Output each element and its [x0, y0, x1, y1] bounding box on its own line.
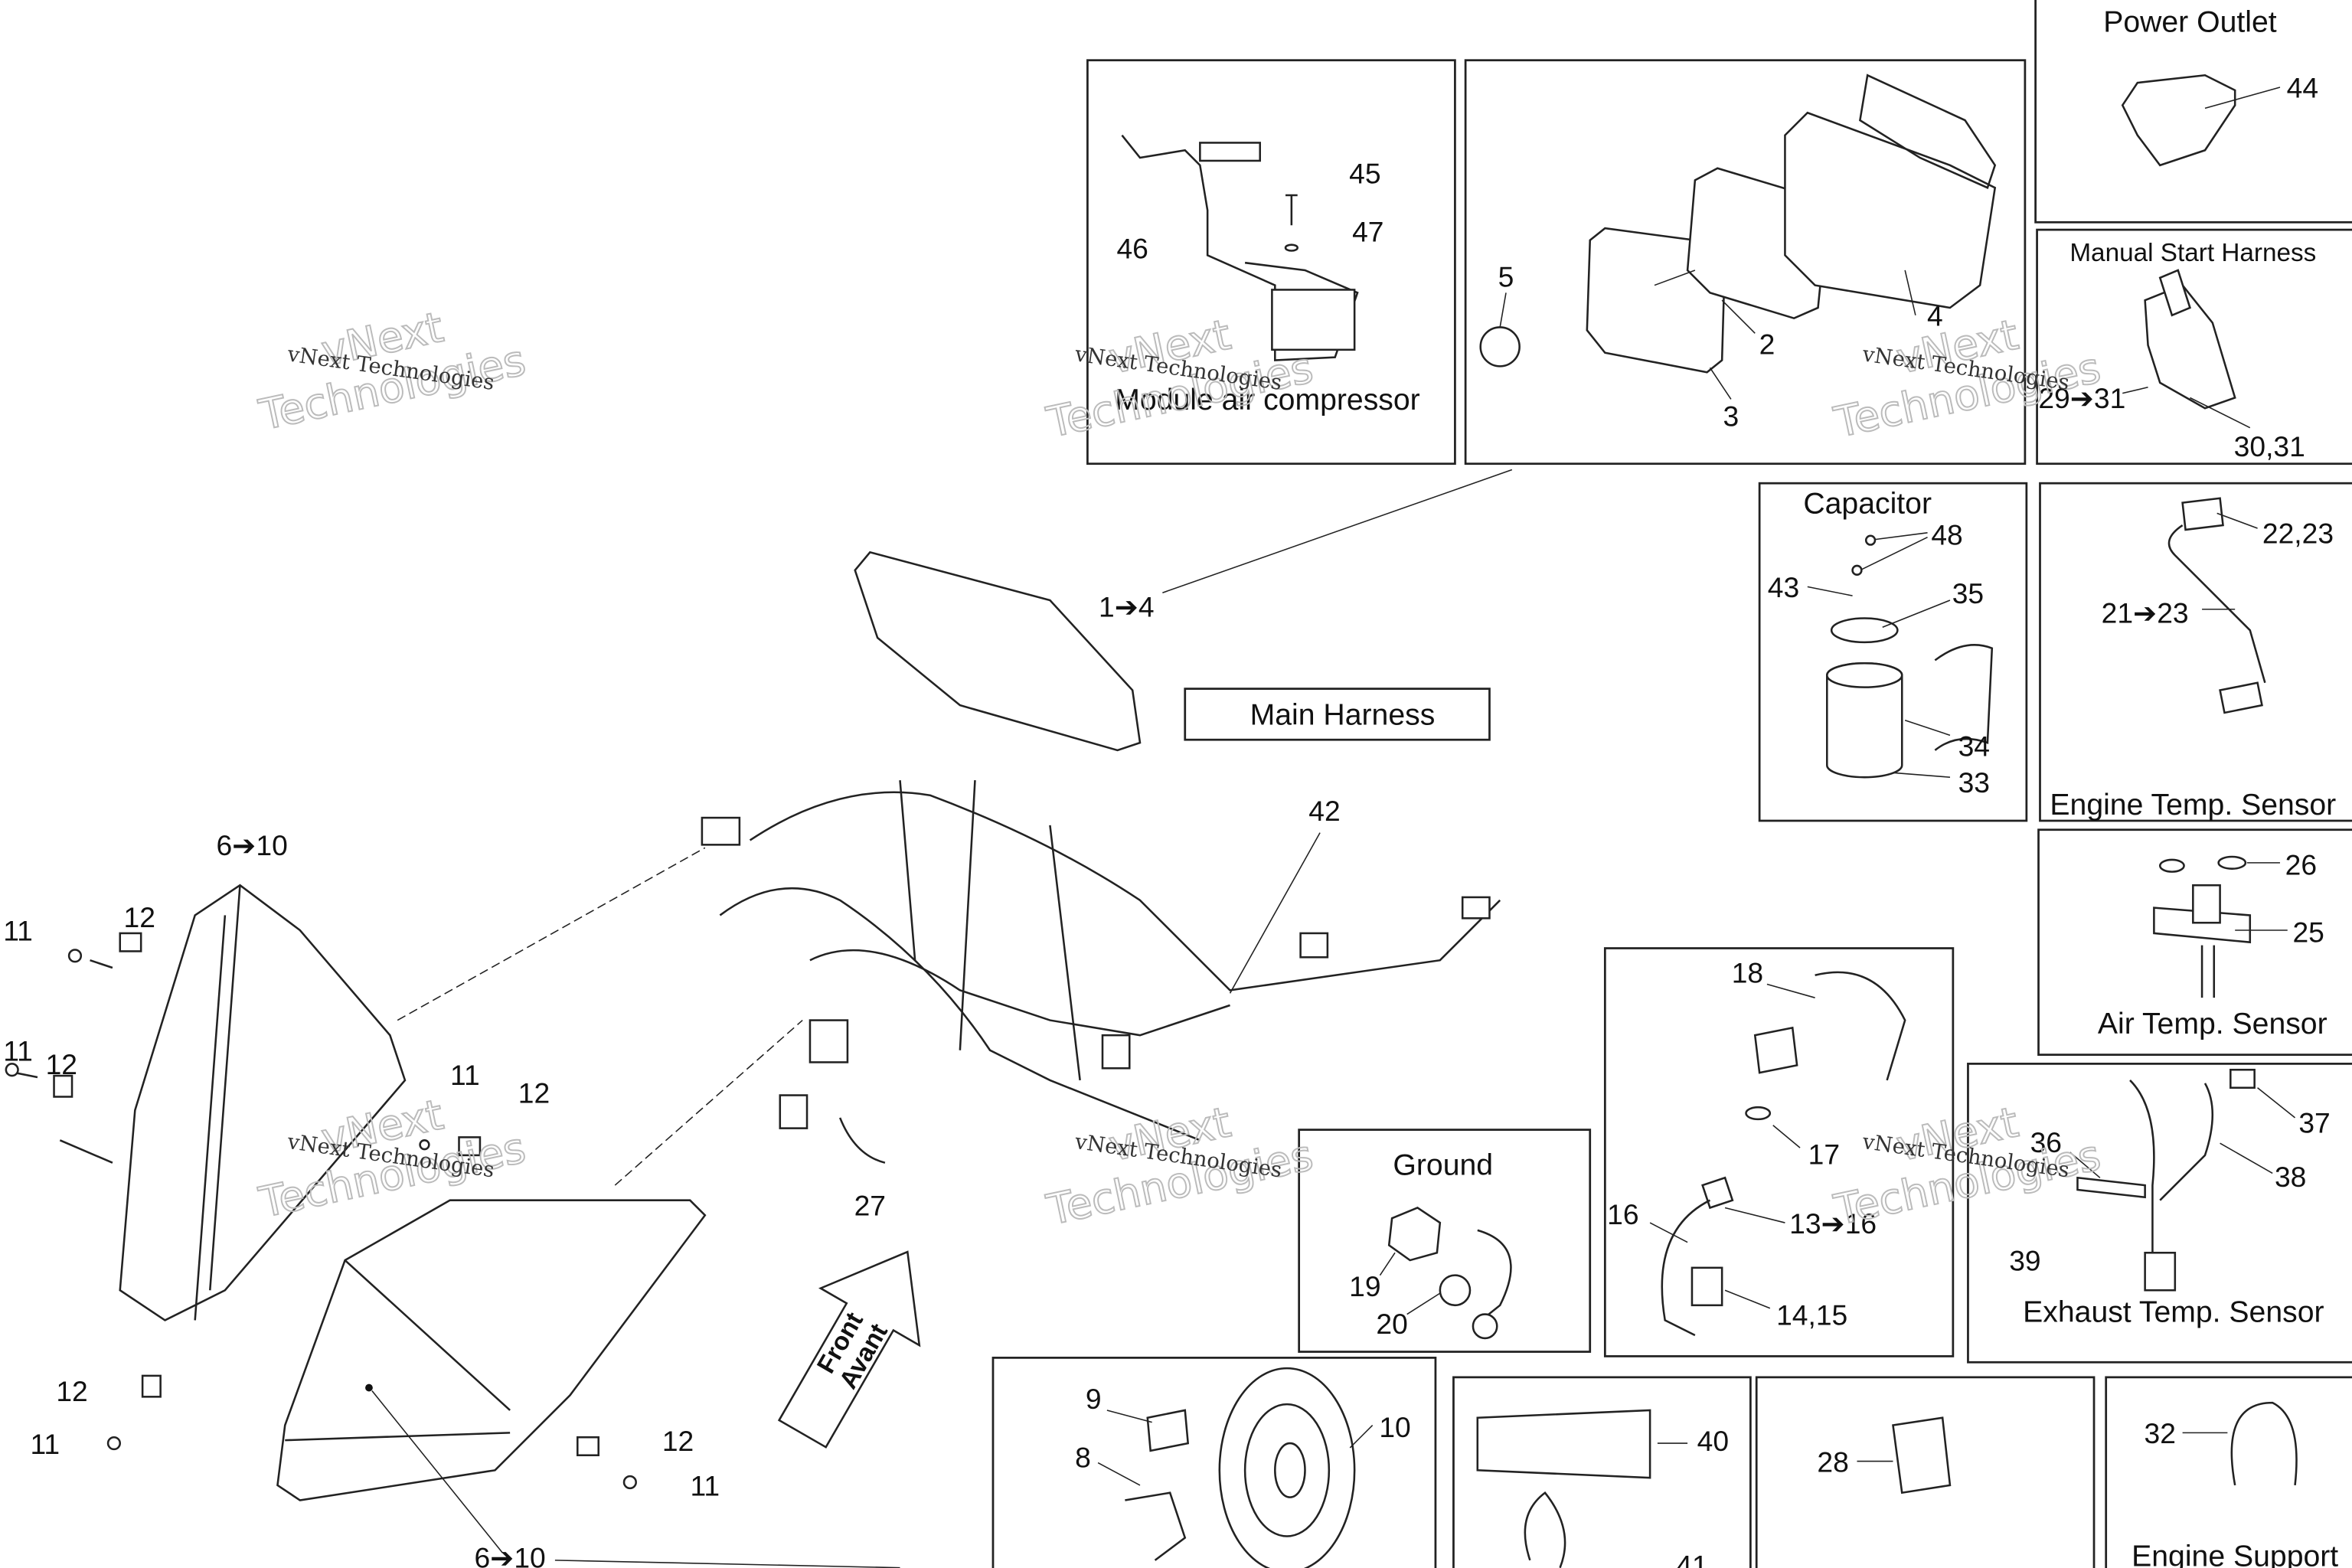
panel-engine-temp-sensor: Engine Temp. Sensor [2039, 482, 2352, 822]
panel-gauge [1464, 59, 2027, 466]
callout: 26 [2285, 849, 2317, 881]
callout: 1➔4 [1099, 591, 1155, 623]
engine-support-title: Engine Support [2132, 1540, 2338, 1568]
panel-air-temp-sensor: Air Temp. Sensor [2037, 828, 2352, 1057]
capacitor-title: Capacitor [1803, 487, 1932, 520]
callout: 40 [1697, 1425, 1729, 1457]
callout: 12 [662, 1425, 694, 1457]
callout: 12 [518, 1076, 550, 1109]
callout: 3 [1723, 400, 1740, 433]
panel-horn [991, 1357, 1437, 1568]
callout: 35 [1952, 577, 1984, 609]
power-outlet-title: Power Outlet [2103, 5, 2277, 38]
panel-safety-lanyard [1603, 947, 1955, 1357]
panel-power-outlet: Power Outlet [2034, 0, 2352, 224]
panel-ground: Ground [1298, 1129, 1592, 1353]
callout: 22,23 [2262, 518, 2334, 550]
callout: 13➔16 [1789, 1207, 1877, 1240]
ground-title: Ground [1393, 1148, 1493, 1181]
front-direction-arrow: Front Avant [777, 1250, 921, 1449]
callout: 12 [56, 1375, 87, 1407]
callout: 48 [1931, 519, 1962, 551]
callout: 6➔10 [474, 1542, 545, 1568]
callout: 12 [46, 1048, 77, 1080]
panel-grease-and-clamp [1452, 1376, 1752, 1568]
callout: 11 [3, 915, 33, 947]
exhaust-temp-title: Exhaust Temp. Sensor [2023, 1295, 2324, 1328]
callout: 21➔23 [2102, 596, 2189, 629]
callout: 36 [2030, 1126, 2062, 1158]
callout-labels: 45 47 46 5 2 4 3 44 29➔31 30,31 48 43 35… [3, 72, 2334, 1568]
callout: 33 [1958, 766, 1990, 799]
callout: 42 [1308, 795, 1340, 827]
module-title: Module air compressor [1115, 384, 1419, 416]
callout: 28 [1817, 1446, 1848, 1478]
callout: 29➔31 [2038, 382, 2125, 414]
callout: 11 [450, 1059, 480, 1091]
callout: 19 [1349, 1270, 1380, 1302]
callout: 30,31 [2234, 430, 2305, 462]
engine-temp-title: Engine Temp. Sensor [2050, 789, 2336, 822]
callout: 45 [1349, 157, 1380, 189]
callout: 46 [1116, 232, 1148, 264]
callout: 38 [2275, 1161, 2306, 1193]
headlight-drawing [5, 884, 900, 1568]
callout: 34 [1958, 730, 1990, 763]
callout: 41 [1676, 1549, 1707, 1568]
callout: 9 [1086, 1383, 1102, 1415]
callout: 8 [1075, 1441, 1091, 1473]
main-harness-title: Main Harness [1250, 699, 1436, 732]
callout: 27 [854, 1189, 886, 1221]
callout: 11 [30, 1428, 60, 1460]
callout: 47 [1352, 216, 1383, 248]
callout: 14,15 [1776, 1298, 1847, 1331]
panel-manual-start-harness: Manual Start Harness [2036, 228, 2352, 466]
panel-capacitor: Capacitor [1758, 482, 2028, 822]
callout: 5 [1498, 261, 1514, 293]
main-harness-drawing [397, 469, 1513, 1186]
air-temp-title: Air Temp. Sensor [2098, 1008, 2328, 1040]
callout: 18 [1732, 957, 1763, 989]
panel-exhaust-temp-sensor: Exhaust Temp. Sensor [1967, 1063, 2352, 1364]
callout: 20 [1376, 1308, 1407, 1340]
callout: 25 [2292, 916, 2324, 949]
callout: 6➔10 [216, 829, 287, 861]
panel-engine-support: Engine Support [2105, 1376, 2352, 1568]
callout: 44 [2287, 72, 2318, 104]
callout: 16 [1607, 1198, 1638, 1230]
callout: 11 [3, 1034, 33, 1067]
panel-module-air-compressor: Module air compressor [1086, 59, 1456, 466]
callout: 39 [2009, 1245, 2040, 1277]
callout: 10 [1379, 1411, 1410, 1443]
callout: 37 [2298, 1107, 2330, 1139]
callout: 12 [124, 901, 155, 933]
callout: 11 [690, 1470, 720, 1502]
manual-start-title: Manual Start Harness [2069, 239, 2316, 267]
callout: 17 [1808, 1138, 1840, 1171]
main-harness-label: Main Harness [1184, 688, 1491, 741]
callout: 2 [1759, 328, 1775, 361]
callout: 43 [1768, 571, 1799, 603]
callout: 4 [1927, 299, 1943, 332]
panel-connector-28 [1755, 1376, 2096, 1568]
callout: 32 [2145, 1417, 2176, 1449]
